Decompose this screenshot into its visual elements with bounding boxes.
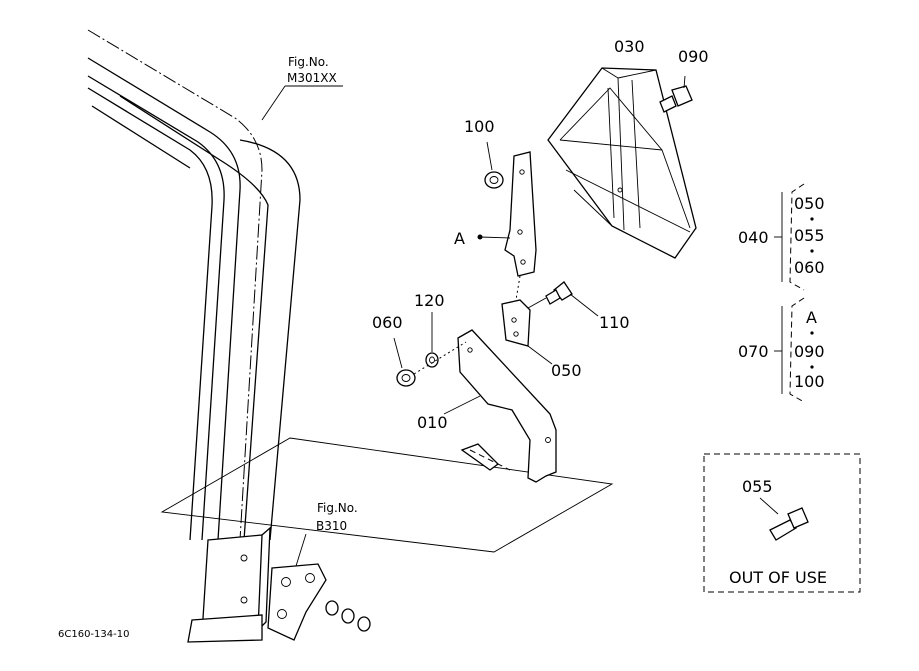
smv-emblem xyxy=(547,67,697,259)
assembly-040-member-3: 060 xyxy=(794,258,825,277)
washer-120-icon xyxy=(413,312,467,375)
leader-line xyxy=(261,85,286,121)
callout-120: 120 xyxy=(414,291,445,310)
assembly-070-member-1: A xyxy=(806,308,817,327)
figure-ref-plate-title: Fig.No. xyxy=(317,501,358,515)
callout-100: 100 xyxy=(464,117,495,136)
assembly-group-040: 040 050 055 060 xyxy=(738,183,825,291)
inset-part-number: 055 xyxy=(742,477,773,496)
callout-060: 060 xyxy=(372,313,403,332)
callout-030: 030 xyxy=(614,37,645,56)
figure-ref-rops-code: M301XX xyxy=(287,71,337,85)
callout-090: 090 xyxy=(678,47,709,66)
assembly-070-id: 070 xyxy=(738,342,769,361)
bracket-010 xyxy=(443,329,557,483)
figure-ref-rops: Fig.No. M301XX xyxy=(261,55,343,121)
assembly-040-id: 040 xyxy=(738,228,769,247)
nut-100-icon xyxy=(484,141,504,189)
inset-caption: OUT OF USE xyxy=(729,568,827,587)
drawing-number: 6C160-134-10 xyxy=(58,629,129,640)
nut-060-icon xyxy=(393,337,416,387)
bracket-plate-b310: Fig.No. B310 xyxy=(267,501,371,641)
out-of-use-inset: 055 OUT OF USE xyxy=(703,453,861,593)
figure-ref-rops-title: Fig.No. xyxy=(288,55,329,69)
assembly-040-member-2: 055 xyxy=(794,226,825,245)
bolt-055-icon xyxy=(769,507,809,541)
callout-010: 010 xyxy=(417,413,448,432)
assembly-070-member-2: 090 xyxy=(794,342,825,361)
callout-ref-a: A xyxy=(454,229,465,248)
figure-ref-plate-code: B310 xyxy=(316,519,347,533)
assembly-040-member-1: 050 xyxy=(794,194,825,213)
clamp-050 xyxy=(501,299,553,365)
under-bolt-icon xyxy=(460,443,511,471)
platform-outline xyxy=(160,437,614,553)
mounting-plate-a xyxy=(477,151,537,301)
rops-frame xyxy=(87,29,301,643)
assembly-group-070: 070 A 090 100 xyxy=(738,297,825,403)
callout-050: 050 xyxy=(551,361,582,380)
bolt-090-icon xyxy=(659,75,693,113)
callout-110: 110 xyxy=(599,313,630,332)
assembly-070-member-3: 100 xyxy=(794,372,825,391)
